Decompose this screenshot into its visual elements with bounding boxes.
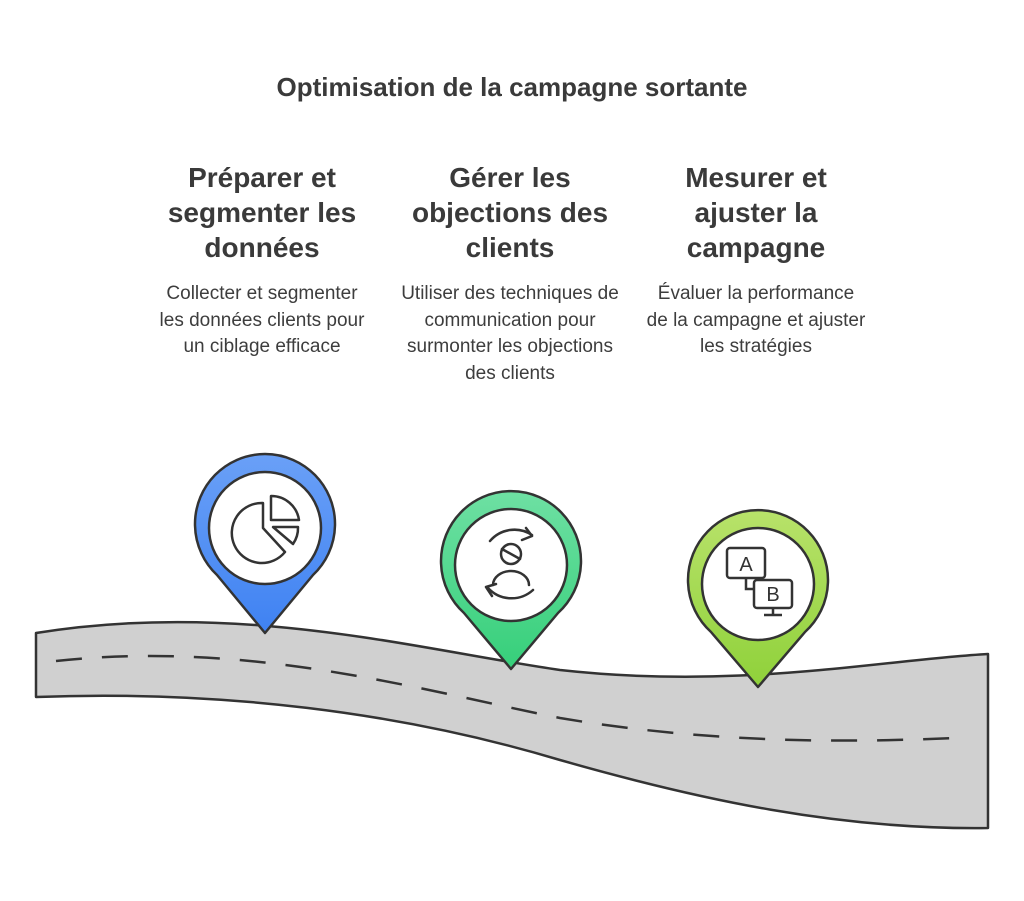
step-2-pin xyxy=(439,489,583,671)
step-2-description: Utiliser des techniques de communication… xyxy=(401,283,619,384)
road-center-line xyxy=(55,654,956,742)
step-3-heading: Mesurer et ajuster la campagne xyxy=(685,162,827,263)
diagram-title: Optimisation de la campagne sortante xyxy=(276,72,748,102)
step-3-description: Évaluer la performance de la campagne et… xyxy=(646,283,866,357)
ab-icon-letter-b: B xyxy=(766,584,779,606)
ab-icon-letter-a: A xyxy=(739,554,753,576)
step-2: Gérer les objections des clients Utilise… xyxy=(400,160,620,387)
user-cycle-icon xyxy=(484,526,535,600)
pie-chart-icon xyxy=(230,494,301,565)
road xyxy=(34,620,990,830)
step-1-description: Collecter et segmenter les données clien… xyxy=(159,283,365,357)
step-1-heading: Préparer et segmenter les données xyxy=(167,162,357,263)
step-3: Mesurer et ajuster la campagne Évaluer l… xyxy=(646,160,866,361)
step-1: Préparer et segmenter les données Collec… xyxy=(152,160,372,361)
ab-test-icon: A B xyxy=(725,546,794,617)
step-3-pin: A B xyxy=(686,508,830,689)
step-1-pin xyxy=(193,452,337,635)
step-2-heading: Gérer les objections des clients xyxy=(411,162,609,263)
